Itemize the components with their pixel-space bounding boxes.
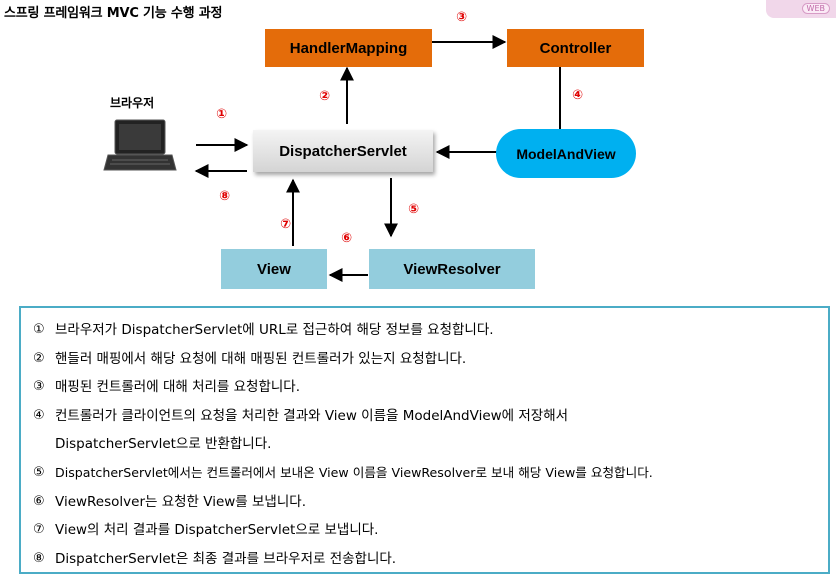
step-item: ⑧ DispatcherServlet은 최종 결과를 브라우저로 전송합니다. <box>33 545 828 574</box>
step-text: ViewResolver는 요청한 View를 보냅니다. <box>55 493 306 510</box>
model-and-view-node: ModelAndView <box>496 129 636 178</box>
page-title: 스프링 프레임워크 MVC 기능 수행 과정 <box>4 6 223 21</box>
step-number-2: ② <box>319 89 331 104</box>
step-number-1: ① <box>216 107 228 122</box>
step-mark: ① <box>33 322 45 337</box>
step-mark: ⑧ <box>33 550 45 566</box>
step-text: 브라우저가 DispatcherServlet에 URL로 접근하여 해당 정보… <box>55 322 494 338</box>
step-number-3: ③ <box>456 10 468 25</box>
step-text: DispatcherServlet에서는 컨트롤러에서 보내온 View 이름을… <box>55 464 653 480</box>
browser-label: 브라우저 <box>110 96 155 110</box>
laptop-icon <box>103 119 177 171</box>
step-text: 매핑된 컨트롤러에 대해 처리를 요청합니다. <box>55 379 301 396</box>
step-number-5: ⑤ <box>408 202 420 217</box>
step-mark: ② <box>33 350 45 366</box>
step-item: ⑥ ViewResolver는 요청한 View를 보냅니다. <box>33 488 828 517</box>
step-item: ⑦ View의 처리 결과를 DispatcherServlet으로 보냅니다. <box>33 516 828 545</box>
step-number-6: ⑥ <box>341 231 353 246</box>
view-node: View <box>221 249 327 289</box>
steps-panel: ① 브라우저가 DispatcherServlet에 URL로 접근하여 해당 정… <box>19 306 830 574</box>
step-item: ⑤ DispatcherServlet에서는 컨트롤러에서 보내온 View 이름… <box>33 459 828 488</box>
step-item: ③ 매핑된 컨트롤러에 대해 처리를 요청합니다. <box>33 373 828 402</box>
step-mark: ④ <box>33 407 45 423</box>
step-mark: ⑤ <box>33 464 45 480</box>
step-number-7: ⑦ <box>280 217 292 232</box>
step-text: 컨트롤러가 클라이언트의 요청을 처리한 결과와 View 이름을 ModelA… <box>55 407 569 424</box>
flow-arrows <box>103 35 561 282</box>
step-item: ① 브라우저가 DispatcherServlet에 URL로 접근하여 해당 정… <box>33 316 828 345</box>
step-number-4: ④ <box>572 88 584 103</box>
step-text: DispatcherServlet은 최종 결과를 브라우저로 전송합니다. <box>55 550 397 567</box>
corner-logo: WEB <box>766 0 836 18</box>
dispatcher-servlet-node: DispatcherServlet <box>253 130 433 172</box>
handler-mapping-node: HandlerMapping <box>265 29 432 67</box>
step-text: 핸들러 매핑에서 해당 요청에 대해 매핑된 컨트롤러가 있는지 요청합니다. <box>55 350 467 367</box>
step-item: ② 핸들러 매핑에서 해당 요청에 대해 매핑된 컨트롤러가 있는지 요청합니다. <box>33 345 828 374</box>
step-text: View의 처리 결과를 DispatcherServlet으로 보냅니다. <box>55 522 379 539</box>
step-mark: ⑦ <box>33 522 45 538</box>
step-mark: ⑥ <box>33 493 45 509</box>
view-resolver-node: ViewResolver <box>369 249 535 289</box>
step-text-continued: DispatcherServlet으로 반환합니다. <box>55 436 272 453</box>
step-item: ④ 컨트롤러가 클라이언트의 요청을 처리한 결과와 View 이름을 Model… <box>33 402 828 431</box>
step-number-8: ⑧ <box>219 189 231 204</box>
controller-node: Controller <box>507 29 644 67</box>
web-badge: WEB <box>801 3 830 14</box>
step-mark: ③ <box>33 379 45 395</box>
